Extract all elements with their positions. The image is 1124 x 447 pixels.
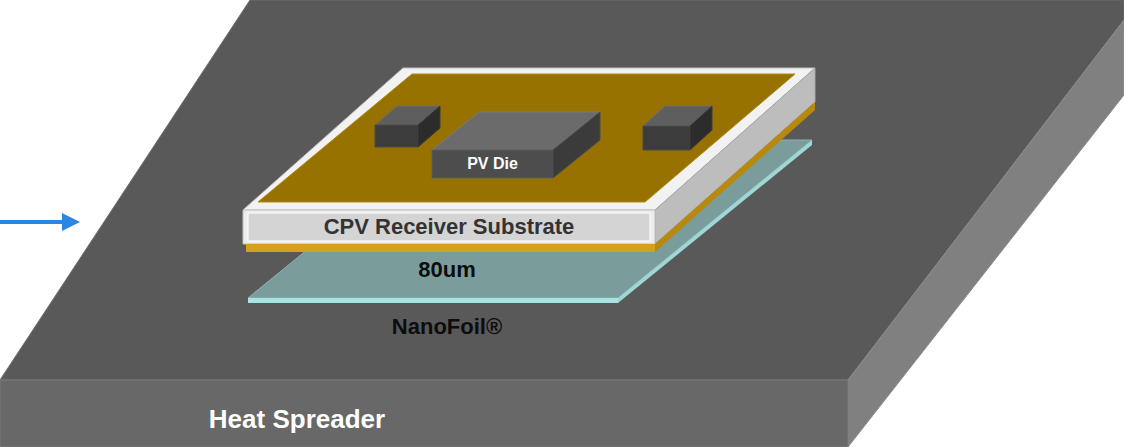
component-side bbox=[418, 106, 440, 147]
part-label: 80um NanoFoil® bbox=[392, 241, 502, 355]
bottom-metal-front bbox=[246, 244, 655, 252]
foil-front-edge bbox=[248, 298, 618, 303]
part-label: CPV Receiver Substrate bbox=[324, 214, 575, 239]
die-side-face bbox=[553, 112, 600, 178]
component-front bbox=[643, 126, 690, 150]
part-label: Heat Spreader bbox=[209, 405, 385, 435]
spreader-side-face bbox=[848, 20, 1124, 447]
spreader-front-face bbox=[0, 380, 848, 447]
die-front-face bbox=[432, 150, 553, 178]
flow-arrow-head bbox=[62, 213, 80, 231]
substrate-top-face bbox=[243, 68, 815, 210]
pv-die: PV Die bbox=[425, 105, 605, 185]
component-side bbox=[690, 106, 712, 150]
spreader-top-face bbox=[0, 0, 1124, 380]
substrate-label-panel bbox=[248, 213, 650, 241]
top-metal-layer bbox=[258, 74, 795, 202]
component-front bbox=[375, 125, 418, 147]
receiver-substrate: CPV Receiver Substrate PV Die bbox=[240, 60, 820, 260]
flow-arrow-shaft bbox=[0, 220, 64, 224]
part-label: PV Die bbox=[467, 155, 518, 173]
substrate-front-face bbox=[243, 210, 655, 244]
pv-die-outline bbox=[425, 105, 605, 185]
